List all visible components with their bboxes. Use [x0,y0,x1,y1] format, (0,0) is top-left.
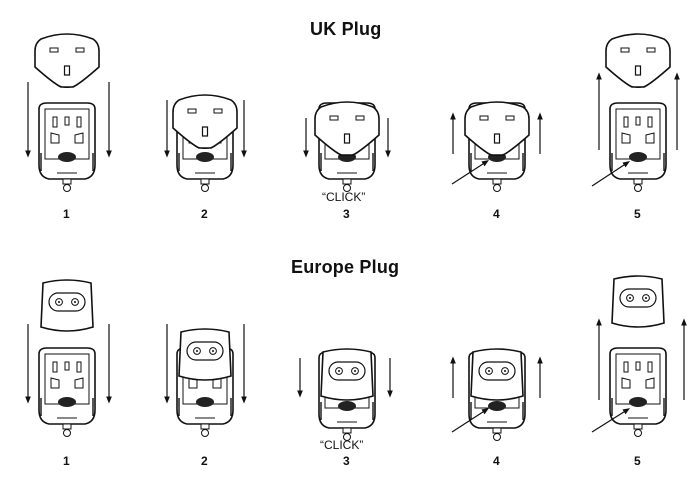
europe-step-2 [167,324,244,437]
step-number: 3 [343,207,350,221]
uk-step-1 [28,34,109,192]
europe-plug-adapter-icon [612,276,664,327]
charger-base-icon [610,348,666,437]
step-number: 5 [634,454,641,468]
charger-base-icon [39,103,95,192]
step-number: 2 [201,454,208,468]
step-number: 4 [493,454,500,468]
uk-step-3 [306,102,388,192]
click-label: “CLICK” [322,190,365,204]
step-number: 5 [634,207,641,221]
uk-plug-title: UK Plug [310,19,381,40]
europe-step-3 [300,349,390,441]
step-number: 3 [343,454,350,468]
step-number: 4 [493,207,500,221]
step-number: 1 [63,454,70,468]
uk-step-5 [592,34,677,192]
step-number: 2 [201,207,208,221]
europe-step-4 [452,349,540,441]
europe-step-5 [592,276,684,437]
click-label: “CLICK” [320,438,363,452]
europe-plug-adapter-icon [179,329,231,380]
uk-step-4 [452,102,540,192]
uk-step-2 [167,95,244,192]
charger-base-icon [39,348,95,437]
charger-base-icon [610,103,666,192]
europe-step-1 [28,280,109,437]
step-number: 1 [63,207,70,221]
europe-plug-title: Europe Plug [291,257,399,278]
europe-plug-adapter-icon [321,349,373,400]
europe-plug-adapter-icon [41,280,93,331]
europe-plug-adapter-icon [471,349,523,400]
uk-plug-adapter-icon [35,34,99,88]
uk-plug-adapter-icon [606,34,670,88]
